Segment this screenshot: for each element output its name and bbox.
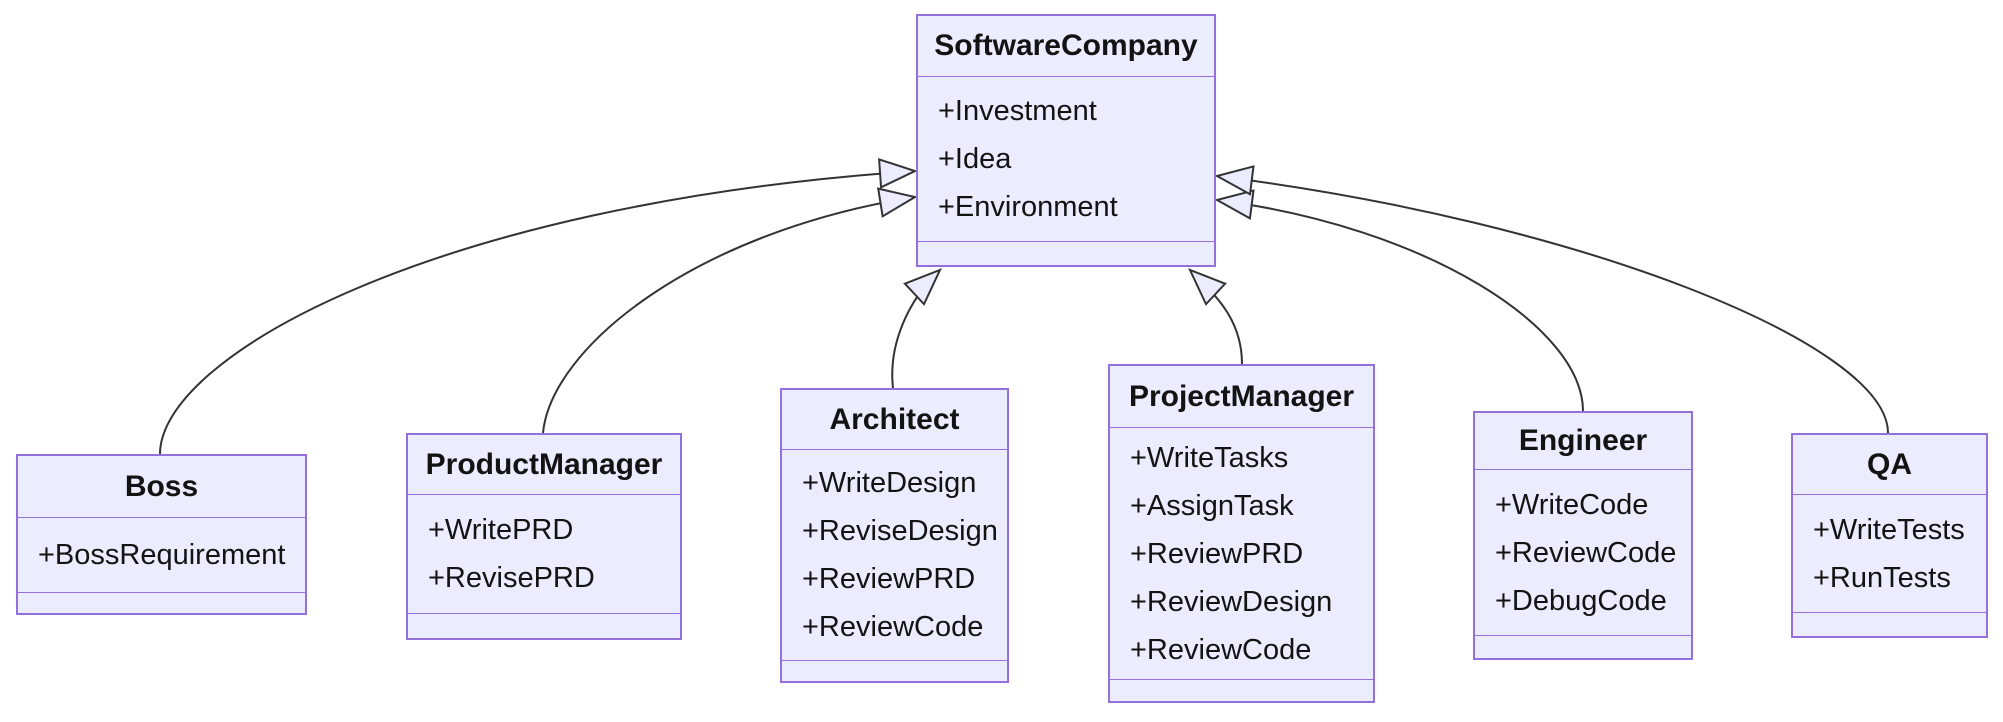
inheritance-edge-projectmanager-to-softwarecompany bbox=[1188, 268, 1243, 365]
class-attribute: +RevisePRD bbox=[428, 562, 595, 594]
class-attribute: +Environment bbox=[938, 191, 1118, 223]
class-attribute: +Investment bbox=[938, 95, 1097, 127]
class-attribute: +WriteDesign bbox=[802, 467, 977, 499]
class-attribute: +ReviewCode bbox=[802, 611, 984, 643]
class-attributes-section: +WriteTasks +AssignTask +ReviewPRD +ReviewD… bbox=[1110, 428, 1373, 679]
class-box-qa: QA +WriteTests +RunTests bbox=[1791, 433, 1988, 638]
class-attribute: +AssignTask bbox=[1130, 489, 1294, 522]
class-attribute: +ReviewPRD bbox=[1130, 537, 1304, 570]
class-title: Architect bbox=[782, 390, 1007, 450]
class-box-project-manager: ProjectManager +WriteTasks +AssignTask +Rev… bbox=[1108, 364, 1375, 703]
class-methods-section-empty bbox=[1793, 612, 1986, 636]
class-attributes-section: +Investment +Idea +Environment bbox=[918, 77, 1214, 241]
class-title: Engineer bbox=[1475, 413, 1691, 470]
class-box-boss: Boss +BossRequirement bbox=[16, 454, 307, 615]
class-attribute: +WriteCode bbox=[1495, 488, 1649, 521]
class-title: QA bbox=[1793, 435, 1986, 495]
class-attribute: +Idea bbox=[938, 143, 1012, 175]
class-methods-section-empty bbox=[408, 613, 680, 638]
class-attribute: +ReviewCode bbox=[1495, 536, 1677, 569]
class-attribute: +RunTests bbox=[1813, 561, 1951, 594]
class-methods-section-empty bbox=[1475, 635, 1691, 658]
class-attribute: +WriteTests bbox=[1813, 513, 1965, 546]
class-methods-section-empty bbox=[1110, 679, 1373, 701]
class-attribute: +WriteTasks bbox=[1130, 441, 1289, 474]
class-title: SoftwareCompany bbox=[918, 16, 1214, 77]
class-title: ProjectManager bbox=[1110, 366, 1373, 428]
class-methods-section-empty bbox=[782, 660, 1007, 681]
class-title: Boss bbox=[18, 456, 305, 518]
class-attribute: +ReviewPRD bbox=[802, 563, 976, 595]
class-attribute: +DebugCode bbox=[1495, 584, 1667, 617]
class-attributes-section: +WriteDesign +ReviseDesign +ReviewPRD +Revi… bbox=[782, 450, 1007, 660]
class-attributes-section: +BossRequirement bbox=[18, 518, 305, 592]
class-attribute: +ReviseDesign bbox=[802, 515, 998, 547]
class-attribute: +BossRequirement bbox=[38, 539, 286, 571]
class-box-product-manager: ProductManager +WritePRD +RevisePRD bbox=[406, 433, 682, 640]
class-attribute: +WritePRD bbox=[428, 514, 574, 546]
class-attributes-section: +WriteCode +ReviewCode +DebugCode bbox=[1475, 470, 1691, 635]
inheritance-edge-architect-to-softwarecompany bbox=[891, 268, 942, 389]
class-title: ProductManager bbox=[408, 435, 680, 495]
class-attribute: +ReviewCode bbox=[1130, 633, 1312, 666]
class-attributes-section: +WritePRD +RevisePRD bbox=[408, 495, 680, 613]
class-box-software-company: SoftwareCompany +Investment +Idea +Environm… bbox=[916, 14, 1216, 267]
class-box-architect: Architect +WriteDesign +ReviseDesign +Revie… bbox=[780, 388, 1009, 683]
class-attributes-section: +WriteTests +RunTests bbox=[1793, 495, 1986, 612]
class-methods-section-empty bbox=[18, 592, 305, 613]
class-box-engineer: Engineer +WriteCode +ReviewCode +DebugCode bbox=[1473, 411, 1693, 660]
class-methods-section-empty bbox=[918, 241, 1214, 265]
class-attribute: +ReviewDesign bbox=[1130, 585, 1333, 618]
